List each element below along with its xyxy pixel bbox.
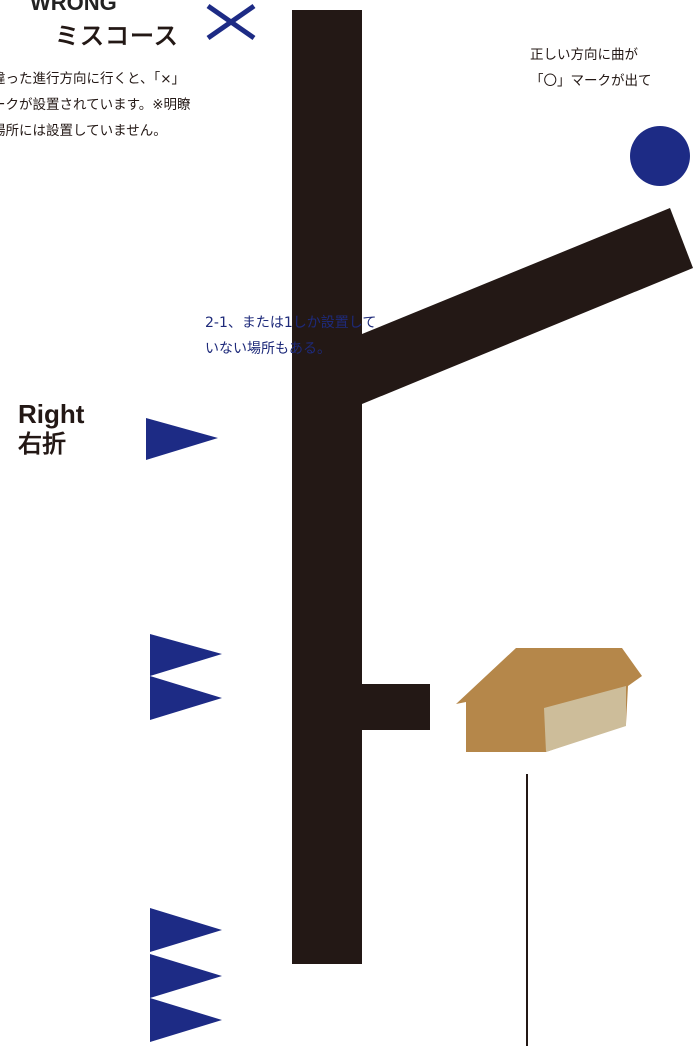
triangle-arrow-icon <box>150 634 222 676</box>
wrong-course-description: 違った進行方向に行くと、「×」 ークが設置されています。※明瞭 場所には設置して… <box>0 71 191 139</box>
triangle-arrow-icon <box>150 908 222 952</box>
marker-note: 2-1、または1しか設置して いない場所もある。 <box>205 315 377 357</box>
branch-road-stub <box>362 684 430 730</box>
branch-road-diagonal <box>362 208 693 404</box>
main-road <box>292 10 362 964</box>
triangle-arrow-icon <box>150 676 222 720</box>
triangle-arrow-icon <box>146 418 218 460</box>
correct-course-description: 正しい方向に曲が 「〇」マークが出て <box>530 47 652 89</box>
right-turn-label-jp: 右折 <box>18 430 66 458</box>
house-icon <box>456 648 642 752</box>
x-mark-icon <box>206 3 256 41</box>
miss-course-title: ミスコース <box>55 22 179 50</box>
triangle-arrow-icon <box>150 954 222 998</box>
triangle-arrow-icon <box>150 998 222 1042</box>
circle-marker-icon <box>630 126 690 186</box>
wrong-title: WRONG <box>30 0 117 15</box>
right-turn-label-en: Right <box>18 399 85 429</box>
